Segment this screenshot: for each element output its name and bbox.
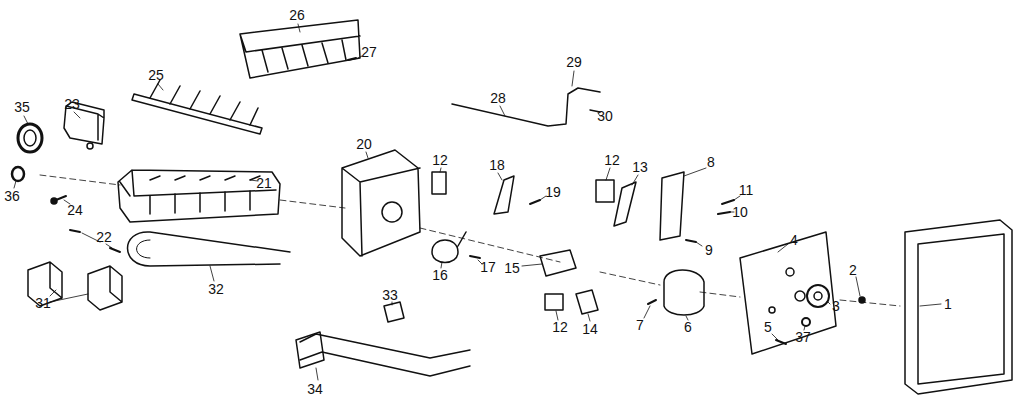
callout-number: 12	[551, 319, 569, 335]
callout-number: 33	[381, 287, 399, 303]
callout-number: 23	[63, 96, 81, 112]
callout-number: 4	[789, 232, 799, 248]
callout-number: 27	[360, 44, 378, 60]
callout-number: 5	[763, 319, 773, 335]
callout-number: 8	[706, 154, 716, 170]
callout-number: 29	[565, 54, 583, 70]
callout-number: 31	[34, 295, 52, 311]
callout-number: 22	[95, 229, 113, 245]
callout-number: 11	[738, 182, 755, 198]
callout-number: 6	[683, 319, 693, 335]
callout-number: 24	[66, 202, 84, 218]
callout-number: 12	[603, 152, 621, 168]
callout-number: 32	[207, 281, 225, 297]
callout-number: 18	[488, 157, 506, 173]
callout-number: 14	[581, 321, 599, 337]
callout-number: 10	[731, 204, 749, 220]
callout-number: 35	[13, 99, 31, 115]
callout-number: 21	[255, 175, 273, 191]
callout-number: 3	[831, 298, 841, 314]
callout-number: 7	[635, 317, 645, 333]
callout-number: 1	[943, 296, 953, 312]
callout-number: 2	[848, 262, 858, 278]
callout-number: 28	[489, 90, 507, 106]
callout-number: 26	[288, 7, 306, 23]
callout-number: 36	[3, 188, 21, 204]
callout-number: 17	[479, 259, 497, 275]
callout-number: 15	[503, 260, 521, 276]
callout-number: 13	[631, 159, 649, 175]
callout-number: 20	[355, 136, 373, 152]
callout-number: 19	[544, 184, 562, 200]
callout-number: 9	[704, 242, 714, 258]
callout-number: 37	[794, 329, 812, 345]
callout-number: 16	[431, 267, 449, 283]
callout-number: 30	[596, 108, 614, 124]
callout-number: 12	[431, 152, 449, 168]
callout-number: 25	[147, 67, 165, 83]
callout-number: 34	[306, 381, 324, 397]
